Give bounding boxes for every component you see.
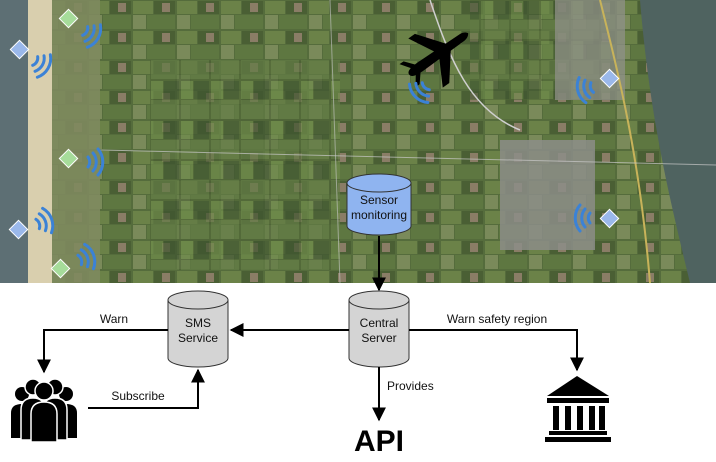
sensor-diamond-icon: [58, 148, 79, 169]
sensor-node-2: [58, 8, 103, 49]
government-building-icon: [545, 376, 611, 442]
wireless-signal-icon: [407, 81, 431, 105]
sensor-monitoring-label-line1: Sensor: [360, 193, 398, 207]
sensor-diamond-icon: [599, 68, 620, 89]
sms-service-node: SMS Service: [167, 290, 229, 368]
wireless-signal-icon: [573, 203, 592, 233]
central-server-label-line2: Server: [361, 331, 396, 345]
sensor-diamond-icon: [9, 39, 30, 60]
sensor-node-7: [573, 203, 620, 233]
sensor-monitoring-node: Sensor monitoring: [346, 173, 412, 236]
sensor-node-6: [575, 68, 620, 105]
central-server-node: Central Server: [348, 290, 410, 368]
edge-people-to-sms: [88, 368, 205, 409]
edge-label-warn-safety-region: Warn safety region: [447, 312, 547, 326]
sensor-diamond-icon: [599, 208, 620, 229]
sms-service-label-line1: SMS: [185, 316, 211, 330]
people-group-icon: [11, 378, 77, 443]
wireless-signal-icon: [575, 76, 595, 105]
edge-label-warn: Warn: [100, 312, 128, 326]
sensor-monitoring-label-line2: monitoring: [351, 208, 407, 222]
api-label: API: [354, 425, 404, 458]
sensor-diamond-icon: [58, 8, 79, 29]
edge-central-to-government: [409, 329, 584, 372]
wireless-signal-icon: [86, 147, 105, 177]
sensor-node-1: [9, 39, 53, 79]
sensor-diamond-icon: [8, 219, 29, 240]
central-server-label-line1: Central: [360, 316, 399, 330]
sensor-node-4: [8, 206, 55, 240]
sms-service-label-line2: Service: [178, 331, 218, 345]
wireless-signal-icon: [31, 53, 53, 79]
aerial-map-background: [0, 0, 716, 284]
edge-label-provides: Provides: [387, 379, 434, 393]
wireless-signal-icon: [34, 206, 55, 235]
wireless-signal-icon: [81, 23, 103, 49]
sensor-node-5: [50, 242, 97, 279]
sensor-node-3: [58, 147, 105, 177]
wireless-signal-icon: [76, 242, 97, 271]
sensor-diamond-icon: [50, 258, 71, 279]
edge-label-subscribe: Subscribe: [111, 389, 165, 403]
edge-sms-to-people: [37, 329, 168, 374]
aircraft-icon: [399, 32, 469, 88]
